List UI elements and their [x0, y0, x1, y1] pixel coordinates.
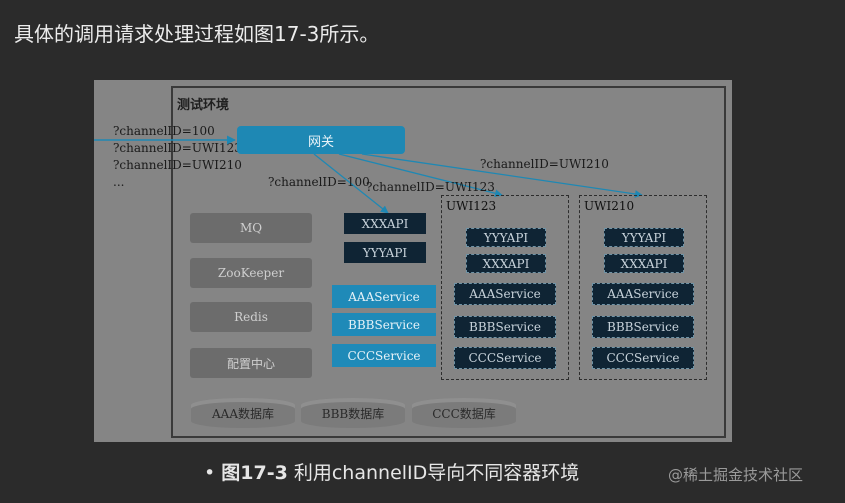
uwi123-api-box: YYYAPI — [466, 228, 546, 247]
incoming-param: ?channelID=100 — [113, 124, 215, 138]
env-uwi210-title: UWI210 — [584, 199, 635, 213]
default-service-box: BBBService — [332, 313, 436, 336]
uwi210-api-box: XXXAPI — [604, 254, 684, 273]
database-aaa: AAA数据库 — [191, 398, 295, 428]
database-ccc: CCC数据库 — [412, 398, 516, 428]
route-label-uwi210: ?channelID=UWI210 — [480, 157, 609, 171]
uwi210-api-box: YYYAPI — [604, 228, 684, 247]
uwi123-api-box: XXXAPI — [466, 254, 546, 273]
database-bbb: BBB数据库 — [301, 398, 405, 428]
route-arrow-uwi123 — [338, 153, 503, 198]
watermark: @稀土掘金技术社区 — [668, 466, 804, 484]
config-center-box: 配置中心 — [190, 348, 312, 378]
route-label-default: ?channelID=100 — [268, 175, 370, 189]
redis-box: Redis — [190, 302, 312, 332]
uwi123-service-box: AAAService — [454, 283, 556, 305]
gateway-box: 网关 — [237, 126, 405, 154]
intro-paragraph: 具体的调用请求处理过程如图17-3所示。 — [14, 22, 380, 46]
incoming-param: ?channelID=UWI123 — [113, 141, 242, 155]
caption-number: 图17-3 — [221, 462, 288, 484]
default-service-box: AAAService — [332, 285, 436, 308]
route-arrow-uwi210 — [361, 153, 643, 198]
uwi210-service-box: AAAService — [592, 283, 694, 305]
env-uwi123-title: UWI123 — [446, 199, 497, 213]
env-uwi210-box: UWI210 YYYAPI XXXAPI AAAService BBBServi… — [579, 195, 707, 380]
default-api-box: XXXAPI — [344, 213, 426, 234]
uwi210-service-box: CCCService — [592, 347, 694, 369]
route-arrow-default — [313, 153, 389, 214]
uwi123-service-box: BBBService — [454, 316, 556, 338]
architecture-figure: 测试环境 ?channelID=100 ?channelID=UWI123 ?c… — [94, 80, 732, 442]
uwi123-service-box: CCCService — [454, 347, 556, 369]
zookeeper-box: ZooKeeper — [190, 258, 312, 288]
route-label-uwi123: ?channelID=UWI123 — [366, 180, 495, 194]
env-uwi123-box: UWI123 YYYAPI XXXAPI AAAService BBBServi… — [441, 195, 569, 380]
default-service-box: CCCService — [332, 344, 436, 367]
env-title: 测试环境 — [177, 98, 230, 113]
route-arrows — [94, 135, 643, 214]
incoming-param: ... — [113, 175, 125, 189]
caption-text: 利用channelID导向不同容器环境 — [293, 462, 580, 484]
figure-caption: • 图17-3 利用channelID导向不同容器环境 — [204, 458, 579, 485]
incoming-param: ?channelID=UWI210 — [113, 158, 242, 172]
default-api-box: YYYAPI — [344, 242, 426, 263]
mq-box: MQ — [190, 213, 312, 243]
test-env-frame — [171, 86, 726, 438]
uwi210-service-box: BBBService — [592, 316, 694, 338]
caption-bullet: • — [204, 462, 216, 484]
